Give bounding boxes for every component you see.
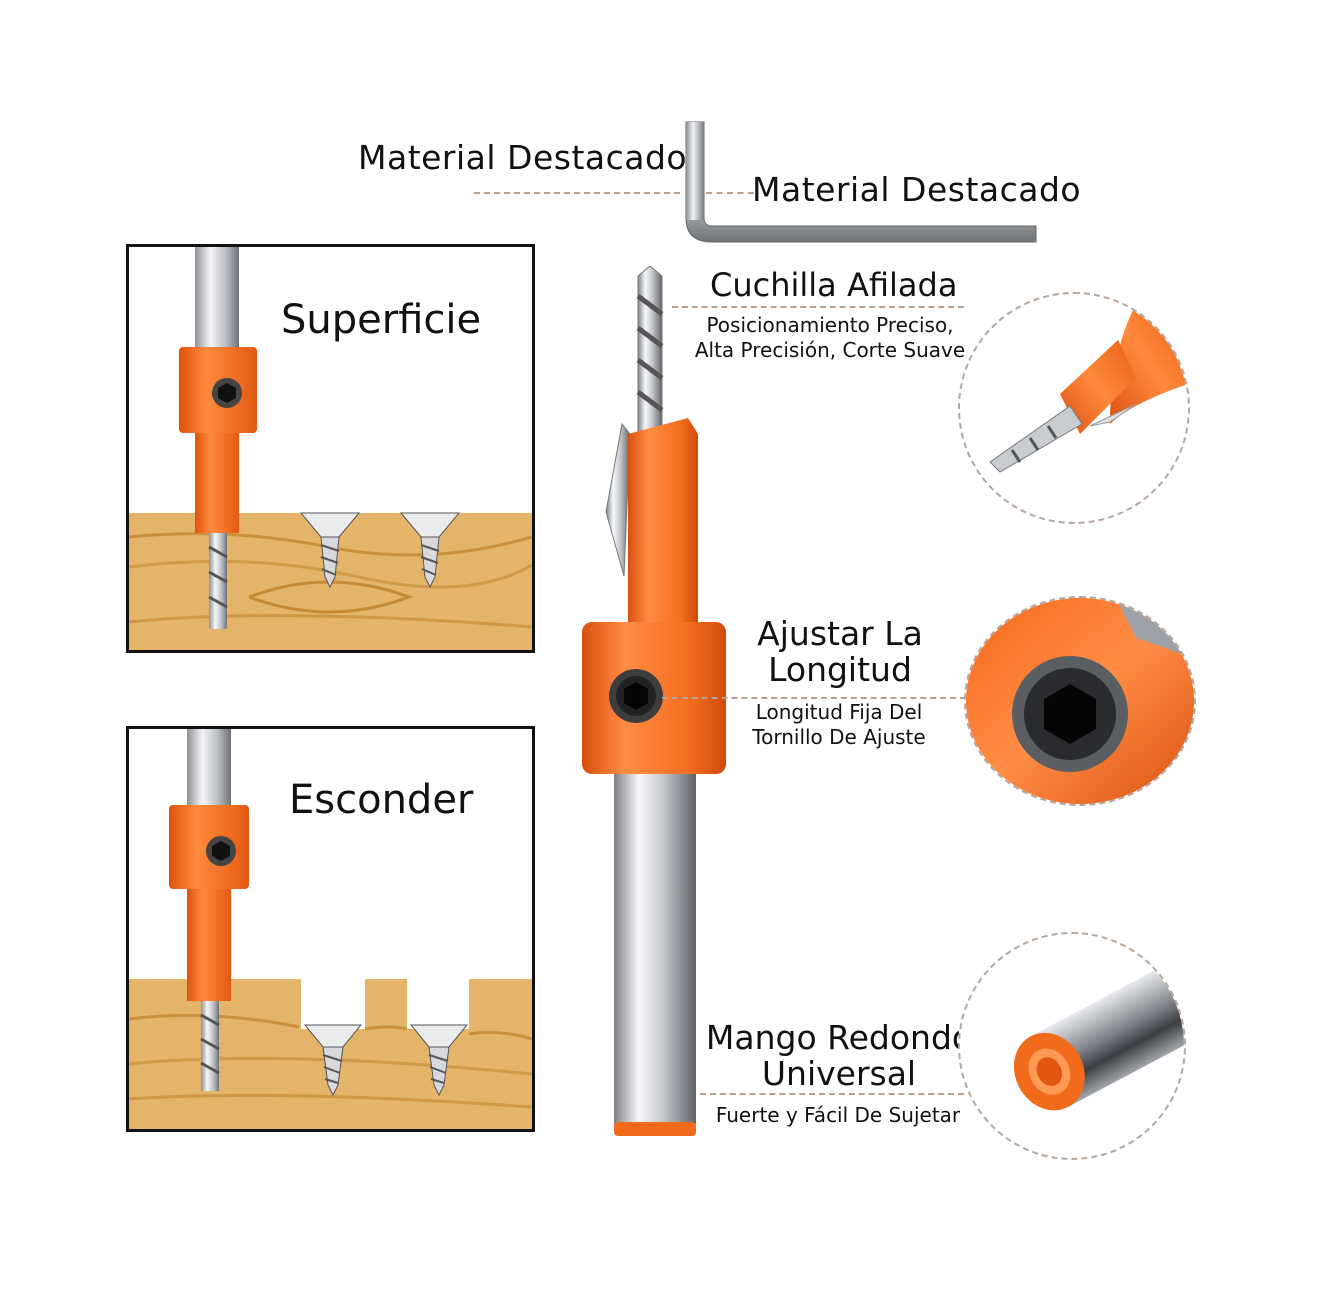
screw-icon — [299, 512, 361, 589]
leader-line — [700, 1093, 964, 1095]
hex-key-icon — [685, 121, 1037, 243]
detail-circle-blade — [958, 292, 1190, 524]
panel-title: Esconder — [289, 777, 474, 823]
drill-bit-icon — [582, 266, 726, 1136]
drill-bit-icon — [989, 304, 1188, 473]
feature-title: Cuchilla Afilada — [710, 266, 958, 304]
top-label-right: Material Destacado — [752, 170, 1082, 209]
leader-line — [672, 306, 964, 308]
panel-title: Superficie — [281, 297, 482, 343]
feature-description: Longitud Fija Del Tornillo De Ajuste — [752, 700, 926, 749]
screw-icon — [399, 512, 461, 589]
feature-title: Ajustar La Longitud — [757, 614, 923, 689]
hex-socket-icon — [624, 682, 648, 710]
wood-illustration — [129, 729, 532, 1129]
panel-surface: Superficie — [126, 244, 535, 653]
screw-icon — [303, 1024, 363, 1097]
detail-circle-shank — [958, 932, 1186, 1160]
screw-icon — [409, 1024, 469, 1097]
panel-hide: Esconder — [126, 726, 535, 1132]
wood-illustration — [129, 247, 532, 650]
top-label-left: Material Destacado — [358, 138, 688, 177]
leader-line — [706, 192, 754, 194]
leader-line — [474, 192, 680, 194]
feature-title: Mango Redondo Universal — [705, 1018, 973, 1093]
leader-line — [662, 697, 966, 699]
hex-socket-icon — [1044, 684, 1096, 744]
feature-description: Posicionamiento Preciso, Alta Precisión,… — [694, 313, 966, 362]
detail-circle-adjust — [964, 596, 1196, 806]
feature-description: Fuerte y Fácil De Sujetar — [715, 1103, 961, 1127]
